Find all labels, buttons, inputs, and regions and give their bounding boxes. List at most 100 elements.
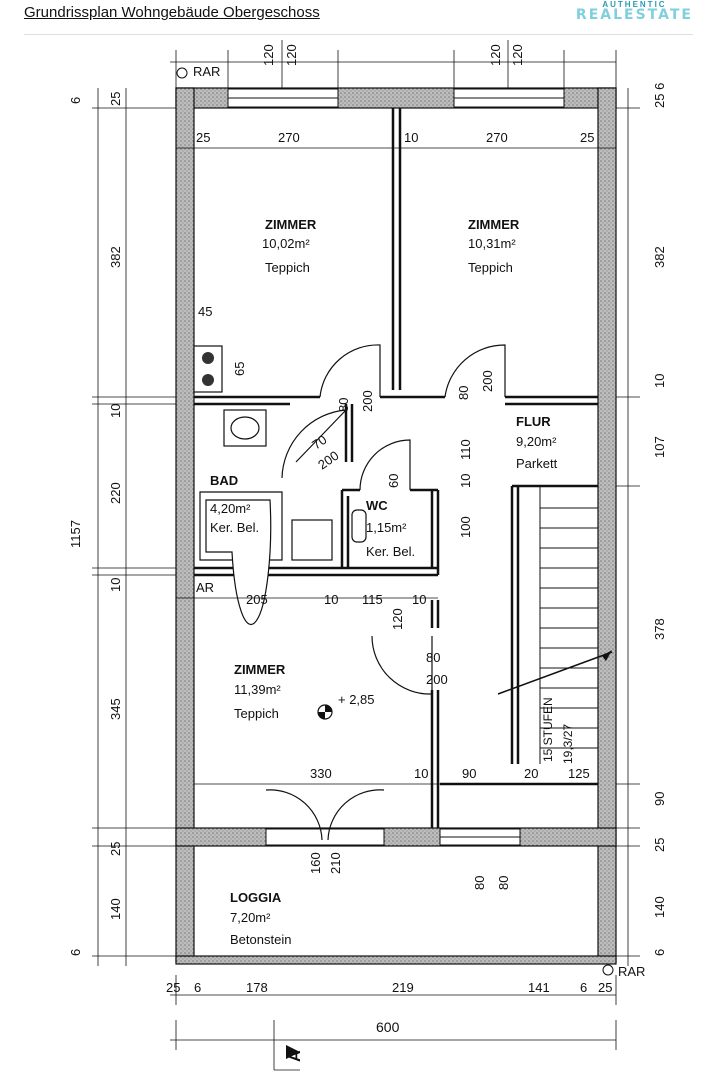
room-name: WC [366, 498, 388, 513]
dim-label: 140 [652, 896, 667, 918]
dim-label: 10 [458, 474, 473, 488]
dim-label: 220 [108, 482, 123, 504]
dim-label: 90 [462, 766, 476, 781]
section-arrow-icon [286, 1045, 300, 1059]
dim-label: 45 [198, 304, 212, 319]
dim-label: 600 [376, 1019, 400, 1035]
dim-label: 219 [392, 980, 414, 995]
brand-logo: AUTHENTIC REALESTATE [576, 0, 693, 23]
page-title: Grundrissplan Wohngebäude Obergeschoss [24, 4, 320, 21]
stairs-steps-label: 15 STUFEN [541, 697, 555, 762]
dim-label: 25 [108, 842, 123, 856]
rar-top-marker [176, 67, 188, 79]
dim-label: 345 [108, 698, 123, 720]
room-name: BAD [210, 473, 238, 488]
room-floor: Parkett [516, 456, 558, 471]
section-mark-label: A [287, 1050, 304, 1062]
room-zimmer-3: ZIMMER 11,39m² Teppich [234, 662, 286, 721]
room-floor: Betonstein [230, 932, 291, 947]
room-floor: Ker. Bel. [210, 520, 259, 535]
dim-label: 80 [456, 386, 471, 400]
dim-label: 210 [328, 852, 343, 874]
room-name: LOGGIA [230, 890, 282, 905]
cooker-niche [193, 345, 223, 393]
top-windows [227, 88, 565, 108]
dim-label: 25 [166, 980, 180, 995]
room-zimmer-2: ZIMMER 10,31m² Teppich [468, 217, 520, 275]
dim-label: 140 [108, 898, 123, 920]
dim-label: 100 [458, 516, 473, 538]
dimension-lines [92, 40, 640, 1071]
logo-top-text: AUTHENTIC [602, 0, 667, 9]
dim-label: 10 [404, 130, 418, 145]
dim-label: 60 [386, 474, 401, 488]
dim-label: 80 [426, 650, 440, 665]
dim-label: 25 [580, 130, 594, 145]
dim-label: 120 [488, 44, 503, 66]
dim-label: 80 [496, 876, 511, 890]
dim-label: 120 [390, 608, 405, 630]
dim-label: 110 [458, 439, 473, 460]
room-area: 10,31m² [468, 236, 516, 251]
dim-label: 382 [108, 246, 123, 268]
room-area: 1,15m² [366, 520, 407, 535]
rar-bottom-marker [602, 964, 614, 976]
dim-label: 80 [336, 398, 351, 412]
room-flur: FLUR 9,20m² Parkett [516, 414, 558, 471]
dim-label: 10 [652, 374, 667, 388]
stair-arrow-icon [602, 650, 612, 661]
dim-label: 200 [426, 672, 448, 687]
dim-label: 6 [580, 980, 587, 995]
dim-label: 6 [68, 97, 83, 104]
room-zimmer-1: ZIMMER 10,02m² Teppich [262, 217, 317, 275]
bath-fixtures [199, 409, 367, 626]
height-marker-icon [317, 704, 333, 720]
stair-treads [497, 486, 613, 764]
dim-label: 1157 [68, 520, 83, 548]
dim-label: 115 [362, 592, 383, 607]
room-wc: WC 1,15m² Ker. Bel. [366, 498, 415, 559]
room-name: ZIMMER [468, 217, 520, 232]
room-area: 9,20m² [516, 434, 557, 449]
room-area: 4,20m² [210, 501, 251, 516]
dim-label: 382 [652, 246, 667, 268]
room-area: 10,02m² [262, 236, 310, 251]
dim-label: 270 [278, 130, 300, 145]
room-area: 7,20m² [230, 910, 271, 925]
dim-label: 25 [196, 130, 210, 145]
room-name: FLUR [516, 414, 551, 429]
room-loggia: LOGGIA 7,20m² Betonstein [230, 890, 291, 947]
rar-top-label: RAR [193, 64, 220, 79]
dim-label: 120 [510, 44, 525, 66]
door-swings [265, 344, 506, 841]
room-floor: Ker. Bel. [366, 544, 415, 559]
dim-label: 10 [108, 404, 123, 418]
room-bad: BAD 4,20m² Ker. Bel. [210, 473, 259, 535]
dimension-labels: 120 120 120 120 25 270 10 270 25 6 25 38… [68, 44, 667, 1035]
dim-label: 330 [310, 766, 332, 781]
dim-label: 178 [246, 980, 268, 995]
dim-label: 200 [480, 370, 495, 392]
dim-label: 20 [524, 766, 538, 781]
dim-label: 120 [284, 44, 299, 66]
dim-label: 205 [246, 592, 268, 607]
dim-label: 10 [108, 578, 123, 592]
ar-label: AR [196, 580, 214, 595]
dim-label: 80 [472, 876, 487, 890]
dim-label: 270 [486, 130, 508, 145]
dim-label: 10 [414, 766, 428, 781]
room-floor: Teppich [234, 706, 279, 721]
room-floor: Teppich [468, 260, 513, 275]
stairs-ratio-label: 19,3/27 [561, 724, 575, 764]
dim-label: 200 [360, 390, 375, 412]
room-name: ZIMMER [234, 662, 286, 677]
room-name: ZIMMER [265, 217, 317, 232]
interior-walls [194, 108, 598, 828]
room-area: 11,39m² [234, 682, 281, 697]
dim-label: 141 [528, 980, 550, 995]
dim-label: 25 [108, 92, 123, 106]
dim-label: 6 [652, 949, 667, 956]
dim-label: 65 [232, 362, 247, 376]
room-floor: Teppich [265, 260, 310, 275]
